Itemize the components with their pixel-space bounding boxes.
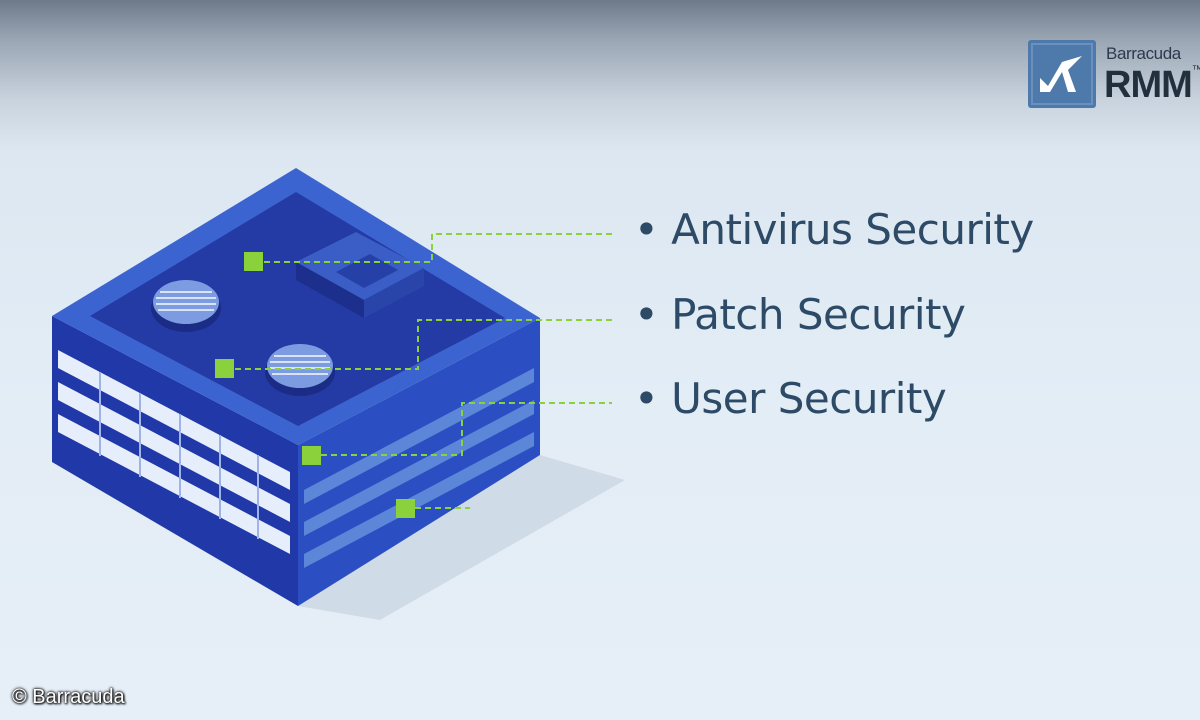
roof-unit bbox=[296, 232, 424, 318]
roof-vent-1 bbox=[151, 280, 221, 332]
bullet-antivirus: • bbox=[634, 205, 659, 254]
logo-trademark: ™ bbox=[1191, 64, 1200, 76]
label-user-text: User Security bbox=[671, 374, 947, 423]
connector-nodes bbox=[215, 252, 415, 518]
label-antivirus-security: • Antivirus Security bbox=[634, 205, 1034, 254]
label-user-security: • User Security bbox=[634, 374, 947, 423]
bullet-user: • bbox=[634, 374, 659, 423]
logo-brand-text: Barracuda bbox=[1106, 44, 1181, 63]
building-shadow bbox=[298, 455, 625, 620]
left-window-dividers bbox=[99, 372, 259, 539]
logo-product-text: RMM™ bbox=[1104, 64, 1200, 106]
building-roof bbox=[90, 192, 505, 426]
right-window-bands bbox=[304, 368, 534, 568]
left-window-bands bbox=[58, 350, 290, 554]
barracuda-fin-icon bbox=[1028, 40, 1096, 108]
label-antivirus-text: Antivirus Security bbox=[671, 205, 1034, 254]
label-patch-security: • Patch Security bbox=[634, 290, 966, 339]
roof-vent-2 bbox=[265, 344, 335, 396]
barracuda-rmm-logo: Barracuda RMM™ bbox=[1028, 40, 1200, 112]
copyright-notice: © Barracuda bbox=[12, 686, 125, 708]
label-patch-text: Patch Security bbox=[671, 290, 966, 339]
connector-lines bbox=[225, 233, 612, 509]
bullet-patch: • bbox=[634, 290, 659, 339]
